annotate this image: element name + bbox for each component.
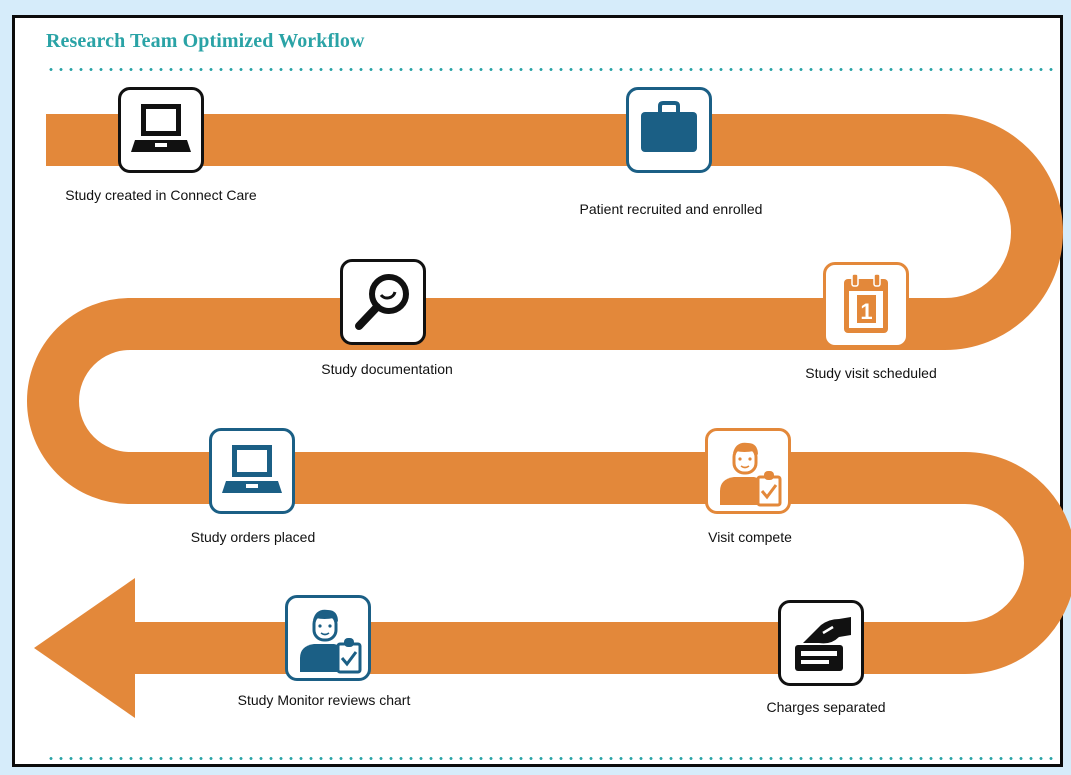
bottom-dotted-divider xyxy=(46,757,1056,760)
workflow-arrowhead xyxy=(34,578,135,718)
step-6-label: Visit compete xyxy=(708,529,792,545)
laptop-icon xyxy=(131,104,191,152)
step-2-label: Patient recruited and enrolled xyxy=(579,201,763,217)
step-3-icon-box: 1 xyxy=(823,262,909,348)
step-3-label: Study visit scheduled xyxy=(805,365,937,381)
step-2-icon-box xyxy=(626,87,712,173)
top-dotted-divider xyxy=(46,68,1056,71)
step-7-label: Charges separated xyxy=(766,699,886,715)
briefcase-icon xyxy=(641,101,697,152)
diagram-title: Research Team Optimized Workflow xyxy=(46,30,365,52)
step-1-label: Study created in Connect Care xyxy=(65,187,257,203)
calendar-icon: 1 xyxy=(844,273,888,333)
step-8-icon-box xyxy=(285,595,371,681)
magnifier-icon xyxy=(355,274,409,330)
step-8-label: Study Monitor reviews chart xyxy=(237,692,411,708)
svg-text:1: 1 xyxy=(860,299,872,324)
workflow-path-road xyxy=(27,114,1071,674)
step-5-icon-box xyxy=(209,428,295,514)
step-6-icon-box xyxy=(705,428,791,514)
laptop-icon xyxy=(222,445,282,493)
step-4-icon-box xyxy=(340,259,426,345)
step-7-icon-box xyxy=(778,600,864,686)
step-4-label: Study documentation xyxy=(321,361,453,377)
step-5-label: Study orders placed xyxy=(190,529,316,545)
card-hand-icon xyxy=(795,617,851,671)
step-1-icon-box xyxy=(118,87,204,173)
person-clipboard-icon xyxy=(720,442,782,507)
person-clipboard-icon xyxy=(300,609,362,674)
